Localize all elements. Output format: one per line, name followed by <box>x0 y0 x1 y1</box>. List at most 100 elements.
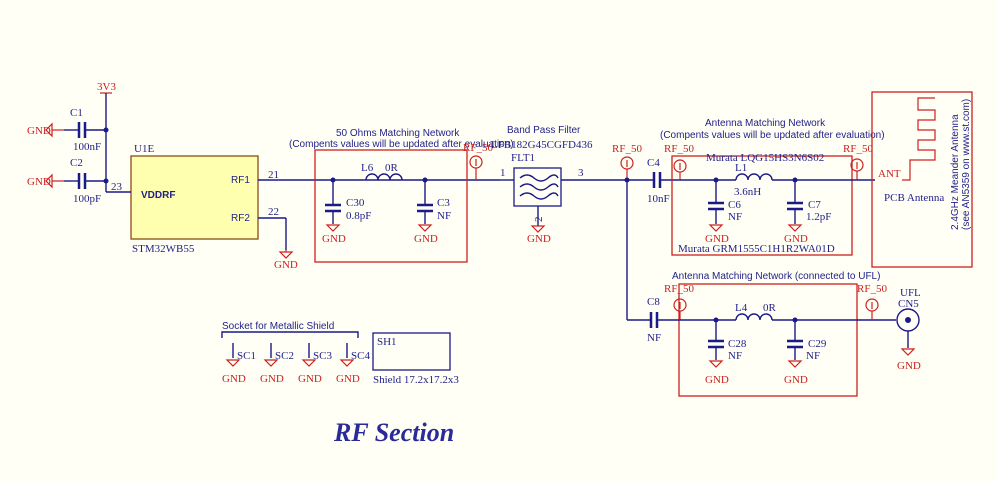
junction-dot <box>103 178 109 184</box>
svg-text:FLT1: FLT1 <box>511 152 535 164</box>
inductor-l6: L6 0R <box>361 162 403 181</box>
svg-text:RF_50: RF_50 <box>857 283 887 295</box>
gnd-symbol: GND <box>27 122 64 138</box>
capacitor-c2: C2 100pF <box>64 157 106 205</box>
svg-text:GND: GND <box>527 233 551 245</box>
svg-text:C2: C2 <box>70 157 83 169</box>
svg-text:Shield 17.2x17.2x3: Shield 17.2x17.2x3 <box>373 374 459 386</box>
svg-text:RF1: RF1 <box>231 175 250 186</box>
svg-text:GND: GND <box>705 374 729 386</box>
svg-text:GND: GND <box>298 373 322 385</box>
junction-dot <box>792 317 798 323</box>
svg-text:RF2: RF2 <box>231 213 250 224</box>
ic-u1e[interactable]: U1E VDDRF RF1 RF2 STM32WB55 23 21 22 <box>111 143 279 255</box>
svg-text:RF_50: RF_50 <box>843 143 873 155</box>
svg-text:NF: NF <box>647 332 661 344</box>
svg-text:GND: GND <box>260 373 284 385</box>
bpf-part: LFB182G45CGFD436 <box>491 139 593 151</box>
inductor-l4: L4 0R <box>735 302 777 321</box>
matching50-title: 50 Ohms Matching Network <box>336 128 460 139</box>
svg-text:GND: GND <box>897 360 921 372</box>
svg-text:RF_50: RF_50 <box>612 143 642 155</box>
matching50-note: (Compents values will be updated after e… <box>289 139 514 150</box>
svg-text:1: 1 <box>500 167 506 179</box>
antenna-match-title: Antenna Matching Network <box>705 118 826 129</box>
svg-text:SC4: SC4 <box>351 350 370 362</box>
svg-text:GND: GND <box>414 233 438 245</box>
capacitor-c28: C28 NF <box>708 320 747 362</box>
matching-network-box <box>671 155 853 256</box>
svg-text:RF_50: RF_50 <box>664 143 694 155</box>
rf50-netlabel: RF_50 <box>857 283 887 320</box>
svg-text:0R: 0R <box>385 162 399 174</box>
svg-text:L6: L6 <box>361 162 374 174</box>
rf50-netlabel: RF_50 <box>843 143 873 180</box>
socket-sc2: SC2 GND <box>260 343 294 385</box>
ufl-connector-cn5[interactable]: UFL CN5 <box>896 287 921 348</box>
junction-dot <box>792 177 798 183</box>
svg-text:GND: GND <box>784 233 808 245</box>
svg-text:GND: GND <box>222 373 246 385</box>
inductor-l1: L1 3.6nH <box>734 162 773 198</box>
junction-dot <box>330 177 336 183</box>
svg-text:NF: NF <box>437 210 451 222</box>
power-3v3: 3V3 <box>97 81 116 186</box>
svg-text:100nF: 100nF <box>73 141 101 153</box>
antenna-label: ANT <box>878 168 901 180</box>
capacitor-c8: C8 NF <box>647 296 680 344</box>
svg-text:0R: 0R <box>763 302 777 314</box>
svg-text:23: 23 <box>111 181 123 193</box>
gnd-symbol: GND <box>897 348 921 372</box>
gnd-symbol: GND <box>705 360 729 386</box>
svg-text:C29: C29 <box>808 338 827 350</box>
svg-text:GND: GND <box>784 374 808 386</box>
antenna-box <box>871 91 973 268</box>
capacitor-c30: C30 0.8pF <box>325 180 371 224</box>
svg-text:C7: C7 <box>808 199 821 211</box>
svg-text:(see AN5359 on www.st.com): (see AN5359 on www.st.com) <box>961 99 972 230</box>
svg-text:CN5: CN5 <box>898 298 919 310</box>
shield-sh1[interactable]: SH1 Shield 17.2x17.2x3 <box>372 332 459 386</box>
gnd-symbol: GND <box>784 224 808 245</box>
svg-text:2: 2 <box>533 217 545 223</box>
svg-text:0.8pF: 0.8pF <box>346 210 371 222</box>
gnd-symbol: GND <box>527 225 551 245</box>
svg-text:GND: GND <box>705 233 729 245</box>
svg-text:RF_50: RF_50 <box>664 283 694 295</box>
bandpass-filter-flt1[interactable]: FLT1 1 3 2 <box>500 152 584 222</box>
svg-text:NF: NF <box>806 350 820 362</box>
svg-text:C1: C1 <box>70 107 83 119</box>
socket-sc4: SC4 GND <box>336 343 370 385</box>
svg-text:3: 3 <box>578 167 584 179</box>
gnd-symbol: GND <box>414 224 438 245</box>
svg-text:VDDRF: VDDRF <box>141 190 175 201</box>
svg-text:2.4GHz Meander Antenna: 2.4GHz Meander Antenna <box>950 114 961 230</box>
svg-text:C30: C30 <box>346 197 365 209</box>
svg-text:Murata LQG15HS3N6S02: Murata LQG15HS3N6S02 <box>706 152 824 164</box>
rf50-netlabel: RF_50 <box>664 283 694 320</box>
ufl-match-title: Antenna Matching Network (connected to U… <box>672 271 880 282</box>
gnd-symbol: GND <box>274 250 298 271</box>
gnd-symbol: GND <box>705 224 729 245</box>
svg-text:100pF: 100pF <box>73 193 101 205</box>
svg-text:RF_50: RF_50 <box>463 142 493 154</box>
rf50-netlabel: RF_50 <box>463 142 493 180</box>
svg-text:SC1: SC1 <box>237 350 256 362</box>
rf50-netlabel: RF_50 <box>664 143 694 180</box>
capacitor-c3: C3 NF <box>417 180 451 224</box>
junction-dot <box>422 177 428 183</box>
svg-text:L1: L1 <box>735 162 747 174</box>
capacitor-c29: C29 NF <box>787 320 827 362</box>
capacitor-c1: C1 100nF <box>64 107 106 153</box>
page-title: RF Section <box>333 418 454 447</box>
svg-text:22: 22 <box>268 206 279 218</box>
svg-text:GND: GND <box>274 259 298 271</box>
svg-text:GND: GND <box>27 176 51 188</box>
bpf-title: Band Pass Filter <box>507 125 581 136</box>
svg-text:10nF: 10nF <box>647 193 670 205</box>
svg-text:GND: GND <box>336 373 360 385</box>
antenna-name: PCB Antenna <box>884 192 944 204</box>
svg-text:GND: GND <box>27 125 51 137</box>
socket-sc3: SC3 GND <box>298 343 332 385</box>
